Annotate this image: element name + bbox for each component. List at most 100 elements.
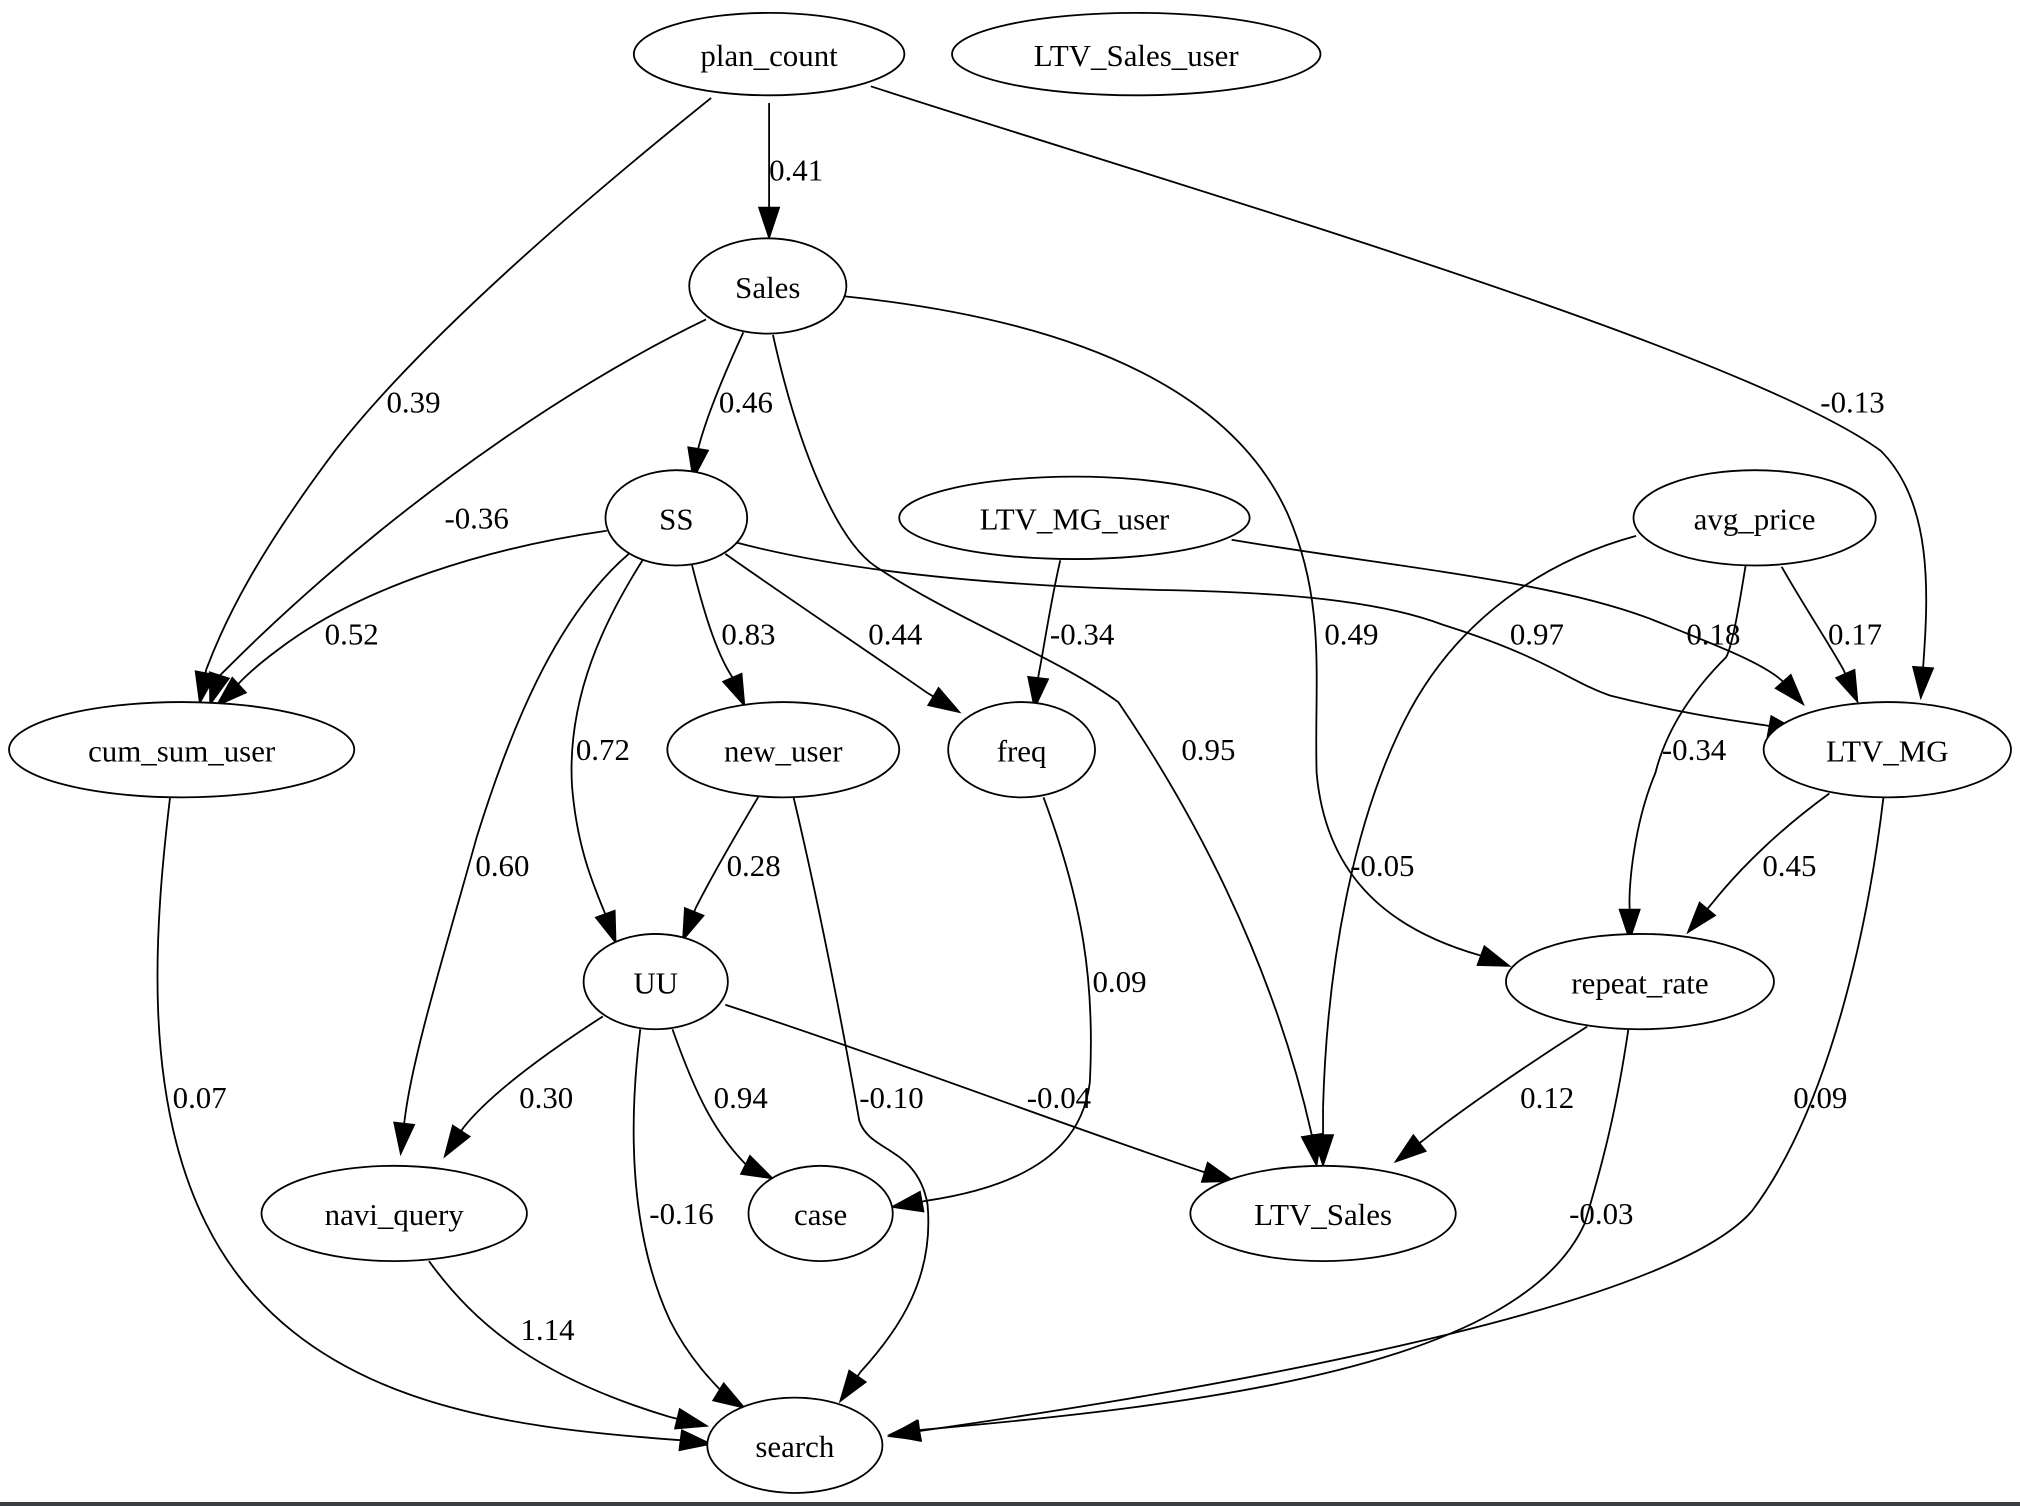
node-ellipse — [666, 701, 901, 799]
arrowhead-icon — [393, 1121, 416, 1157]
node-label: Sales — [735, 270, 800, 305]
edge-ltv-mg-user-to-ltv-mg — [1231, 538, 1805, 707]
arrowhead-icon — [1834, 668, 1859, 704]
edge-weight-label: -0.03 — [1569, 1196, 1633, 1231]
node-label: freq — [997, 734, 1047, 769]
edge-weight-label: 0.83 — [721, 616, 775, 651]
edge-avg-price-to-repeat-rate — [1618, 565, 1747, 943]
arrowhead-icon — [443, 1124, 472, 1159]
arrowhead-icon — [757, 206, 781, 241]
arrowhead-icon — [739, 1154, 775, 1180]
arrowhead-icon — [594, 909, 617, 945]
edge-line — [724, 553, 929, 694]
arrowhead-icon — [208, 671, 231, 707]
edge-weight-label: 0.30 — [519, 1080, 573, 1115]
edges-layer — [156, 85, 1935, 1452]
node-label: case — [794, 1197, 847, 1232]
node-label: UU — [633, 965, 678, 1000]
edge-line — [772, 334, 1313, 1134]
node-ellipse — [747, 1164, 894, 1263]
node-plan-count: plan_count — [632, 11, 906, 97]
node-label: new_user — [724, 734, 843, 769]
edge-line — [927, 797, 1885, 1431]
edge-weight-label: -0.13 — [1820, 384, 1884, 419]
node-label: navi_query — [325, 1197, 465, 1232]
arrowhead-icon — [682, 906, 705, 943]
edge-weight-label: -0.36 — [444, 500, 508, 535]
edge-uu-to-search — [632, 1029, 747, 1410]
edge-plan-count-to-cum-sum-user — [194, 97, 712, 706]
edge-line — [1231, 538, 1785, 684]
edge-line — [1628, 565, 1747, 909]
node-ellipse — [8, 701, 356, 799]
node-navi-query: navi_query — [260, 1164, 528, 1263]
edge-ss-to-new-user — [690, 563, 746, 708]
arrowhead-icon — [1774, 673, 1805, 707]
edge-line-end — [1764, 724, 1770, 727]
edge-ltv-mg-user-to-freq — [1027, 560, 1062, 711]
edge-avg-price-to-ltv-mg — [1780, 566, 1859, 704]
arrowhead-icon — [678, 1429, 714, 1452]
arrowhead-icon — [838, 1369, 868, 1404]
node-ellipse — [688, 237, 848, 335]
node-ellipse — [1189, 1164, 1457, 1263]
edge-uu-to-navi-query — [443, 1015, 604, 1159]
edge-cum-sum-user-to-search — [156, 797, 714, 1452]
node-ltv-sales: LTV_Sales — [1189, 1164, 1457, 1263]
edge-line — [218, 318, 707, 677]
edge-weight-label: 0.72 — [576, 732, 630, 767]
node-search: search — [706, 1396, 884, 1494]
edge-line — [570, 557, 645, 915]
edge-weight-label: 0.44 — [868, 616, 922, 651]
edge-line — [205, 97, 712, 671]
node-ss: SS — [604, 469, 749, 567]
arrowhead-icon — [926, 686, 962, 714]
edge-weight-label: 0.17 — [1828, 616, 1882, 651]
edge-weight-label: 0.41 — [769, 153, 823, 188]
node-cum-sum-user: cum_sum_user — [8, 701, 356, 799]
node-label: repeat_rate — [1571, 965, 1708, 1000]
node-ltv-mg: LTV_MG — [1762, 701, 2012, 799]
arrowhead-icon — [1311, 1134, 1335, 1168]
edge-line — [870, 85, 1928, 664]
arrowhead-icon — [1618, 908, 1641, 943]
edge-ltv-mg-to-search — [886, 797, 1885, 1442]
edge-line — [843, 295, 1482, 957]
edge-ss-to-freq — [724, 553, 962, 714]
edge-repeat-rate-to-ltv-sales — [1393, 1025, 1588, 1164]
node-ellipse — [632, 11, 906, 97]
edge-line — [1322, 535, 1637, 1108]
node-ellipse — [1762, 701, 2012, 799]
edge-weight-label: 0.18 — [1686, 616, 1740, 651]
node-uu: UU — [582, 933, 729, 1031]
arrowhead-icon — [711, 1381, 747, 1410]
edge-weight-label: 0.09 — [1793, 1080, 1847, 1115]
node-ellipse — [951, 11, 1322, 97]
edge-weight-label: 0.45 — [1762, 848, 1816, 883]
node-label: LTV_Sales_user — [1034, 38, 1240, 73]
node-label: SS — [659, 502, 693, 537]
edge-line-end — [921, 1199, 928, 1203]
node-ltv-sales-user: LTV_Sales_user — [951, 11, 1322, 97]
node-label: search — [755, 1429, 834, 1464]
node-ellipse — [1632, 469, 1877, 567]
node-new-user: new_user — [666, 701, 901, 799]
edge-line — [697, 331, 745, 449]
arrowhead-icon — [1200, 1161, 1237, 1183]
edge-line — [725, 1003, 1205, 1174]
edge-weight-label: -0.34 — [1050, 616, 1114, 651]
edge-weight-label: -0.34 — [1662, 732, 1726, 767]
arrowhead-icon — [673, 1407, 710, 1430]
edge-avg-price-to-ltv-sales — [1311, 535, 1637, 1168]
node-ellipse — [947, 701, 1096, 799]
edge-ss-to-uu — [570, 557, 645, 945]
edge-plan-count-to-sales — [757, 103, 781, 241]
edge-ltv-mg-to-repeat-rate — [1686, 792, 1830, 935]
node-case: case — [747, 1164, 894, 1263]
node-ltv-mg-user: LTV_MG_user — [898, 475, 1251, 560]
edge-line — [927, 797, 1092, 1202]
node-label: plan_count — [700, 38, 838, 73]
edge-weight-label: 0.28 — [727, 848, 781, 883]
